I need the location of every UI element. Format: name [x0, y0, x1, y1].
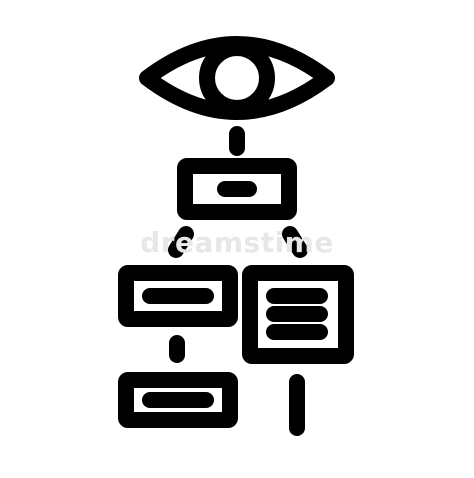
branch-connectors [168, 226, 308, 258]
right-document-box [242, 265, 354, 364]
eye-icon [139, 36, 335, 120]
eye-outline [139, 36, 335, 120]
top-process-box [177, 158, 297, 220]
eye-iris [199, 40, 275, 116]
bottom-process-box [118, 372, 238, 428]
left-process-box [118, 265, 238, 327]
